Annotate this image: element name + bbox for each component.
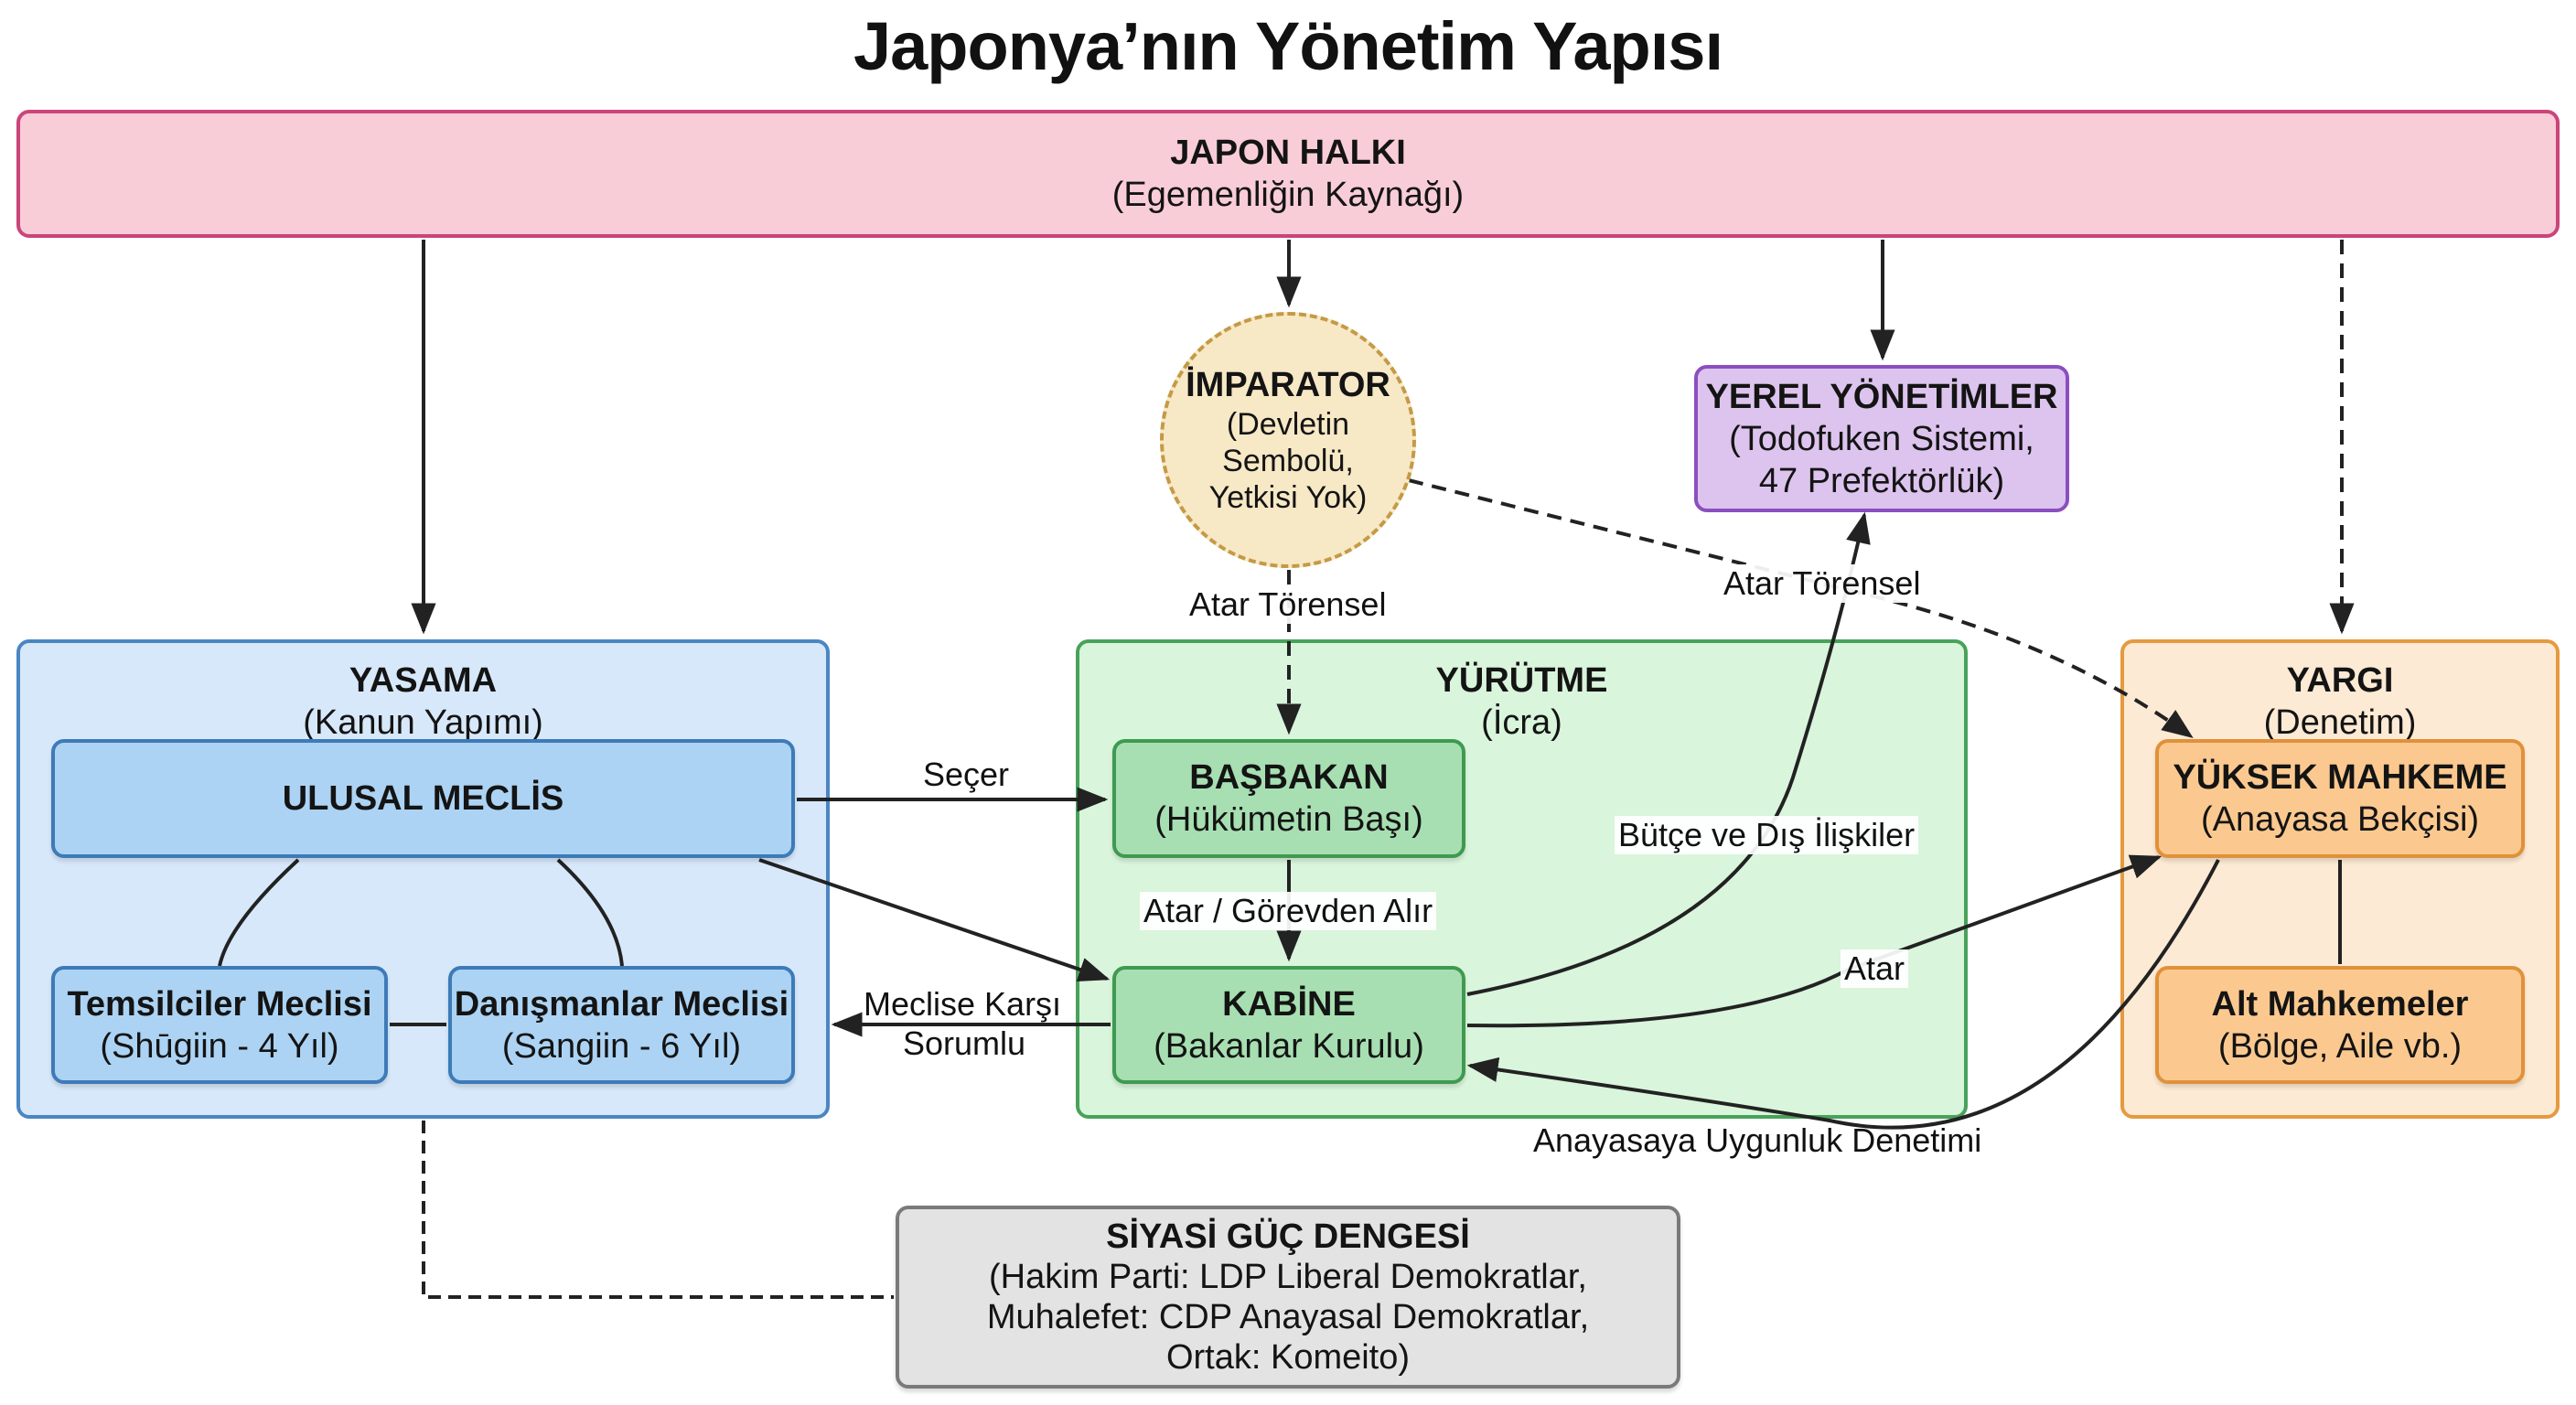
label-pm-to-cabinet: Atar / Görevden Alır: [1140, 892, 1437, 930]
legislative-title: YASAMA: [349, 661, 498, 700]
people-box: JAPON HALKI (Egemenliğin Kaynağı): [16, 110, 2560, 238]
upper-house-box: Danışmanlar Meclisi (Sangiin - 6 Yıl): [448, 966, 795, 1084]
local-subtitle-line1: (Todofuken Sistemi,: [1729, 419, 2034, 458]
cabinet-title: KABİNE: [1222, 984, 1356, 1024]
legislative-subtitle: (Kanun Yapımı): [303, 703, 543, 742]
local-government-box: YEREL YÖNETİMLER (Todofuken Sistemi, 47 …: [1694, 365, 2069, 512]
politics-title: SİYASİ GÜÇ DENGESİ: [1106, 1217, 1470, 1256]
label-cabinet-to-diet-line2: Sorumlu: [903, 1024, 1026, 1062]
label-emperor-to-pm: Atar Törensel: [1186, 585, 1390, 624]
supreme-title: YÜKSEK MAHKEME: [2173, 758, 2507, 797]
pm-title: BAŞBAKAN: [1189, 758, 1389, 797]
cabinet-subtitle: (Bakanlar Kurulu): [1154, 1026, 1424, 1066]
executive-title: YÜRÜTME: [1435, 661, 1608, 700]
emperor-title: İMPARATOR: [1186, 366, 1390, 404]
pm-subtitle: (Hükümetin Başı): [1154, 800, 1423, 839]
political-balance-box: SİYASİ GÜÇ DENGESİ (Hakim Parti: LDP Lib…: [896, 1206, 1680, 1389]
supreme-subtitle: (Anayasa Bekçisi): [2200, 800, 2480, 839]
emperor-node: İMPARATOR (Devletin Sembolü, Yetkisi Yok…: [1160, 312, 1416, 568]
lower-courts-title: Alt Mahkemeler: [2211, 984, 2469, 1024]
label-cabinet-to-local: Bütçe ve Dış İlişkiler: [1615, 816, 1919, 854]
cabinet-box: KABİNE (Bakanlar Kurulu): [1112, 966, 1465, 1084]
judiciary-title: YARGI: [2286, 661, 2394, 700]
politics-line2: Muhalefet: CDP Anayasal Demokratlar,: [986, 1298, 1590, 1336]
people-title: JAPON HALKI: [1170, 134, 1406, 172]
local-subtitle-line2: 47 Prefektörlük): [1758, 461, 2005, 500]
label-emperor-to-supreme: Atar Törensel: [1720, 564, 1925, 603]
people-subtitle: (Egemenliğin Kaynağı): [1111, 176, 1465, 214]
supreme-court-box: YÜKSEK MAHKEME (Anayasa Bekçisi): [2155, 739, 2525, 858]
upper-house-subtitle: (Sangiin - 6 Yıl): [501, 1026, 742, 1066]
emperor-subtitle-line1: (Devletin Sembolü,: [1222, 407, 1354, 478]
emperor-subtitle-line2: Yetkisi Yok): [1208, 480, 1368, 515]
national-diet-box: ULUSAL MECLİS: [51, 739, 795, 858]
politics-line3: Ortak: Komeito): [1165, 1338, 1411, 1377]
judiciary-subtitle: (Denetim): [2263, 703, 2417, 742]
lower-house-title: Temsilciler Meclisi: [67, 984, 372, 1024]
label-cabinet-to-supreme: Atar: [1841, 949, 1909, 988]
upper-house-title: Danışmanlar Meclisi: [454, 984, 789, 1024]
lower-courts-box: Alt Mahkemeler (Bölge, Aile vb.): [2155, 966, 2525, 1084]
label-cabinet-to-diet-line1: Meclise Karşı: [864, 985, 1062, 1023]
politics-line1: (Hakim Parti: LDP Liberal Demokratlar,: [989, 1258, 1587, 1296]
page-title: Japonya’nın Yönetim Yapısı: [853, 8, 1723, 84]
lower-house-subtitle: (Shūgiin - 4 Yıl): [100, 1026, 339, 1066]
lower-house-box: Temsilciler Meclisi (Shūgiin - 4 Yıl): [51, 966, 388, 1084]
diet-title: ULUSAL MECLİS: [282, 779, 564, 818]
local-title: YEREL YÖNETİMLER: [1705, 377, 2058, 416]
label-supreme-to-cabinet: Anayasaya Uygunluk Denetimi: [1533, 1121, 1982, 1159]
line-legislative-to-politics: [422, 1121, 894, 1299]
executive-subtitle: (İcra): [1481, 703, 1562, 742]
prime-minister-box: BAŞBAKAN (Hükümetin Başı): [1112, 739, 1465, 858]
label-diet-to-pm: Seçer: [923, 756, 1010, 793]
lower-courts-subtitle: (Bölge, Aile vb.): [2217, 1026, 2463, 1066]
